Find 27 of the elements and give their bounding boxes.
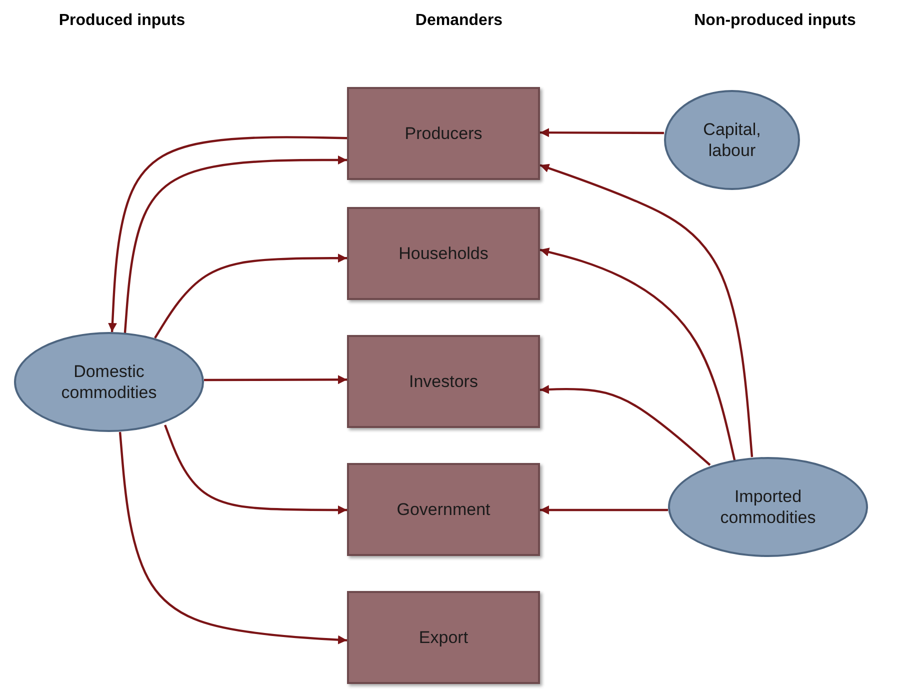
arrow bbox=[108, 136, 348, 332]
demander-box bbox=[347, 463, 540, 556]
node-label: Export bbox=[418, 626, 468, 648]
arrow bbox=[164, 424, 347, 514]
arrow bbox=[124, 156, 347, 334]
arrow bbox=[540, 384, 711, 466]
node-label: Domestic commodities bbox=[60, 360, 158, 404]
node-label: Imported commodities bbox=[719, 486, 817, 528]
node-label: Investors bbox=[409, 370, 478, 392]
node-label: Capital, labour bbox=[702, 118, 762, 162]
arrow bbox=[540, 248, 736, 462]
arrow bbox=[540, 505, 668, 514]
demander-box bbox=[347, 591, 540, 684]
arrow bbox=[540, 164, 754, 458]
demander-box bbox=[347, 335, 540, 428]
column-heading: Non-produced inputs bbox=[694, 12, 856, 30]
column-heading: Produced inputs bbox=[58, 12, 186, 30]
column-heading: Demanders bbox=[415, 12, 503, 30]
node-label: Producers bbox=[404, 122, 482, 144]
arrow bbox=[204, 375, 347, 384]
arrow bbox=[118, 432, 348, 644]
demander-box bbox=[347, 207, 540, 300]
node-label: Government bbox=[396, 498, 490, 520]
demander-box bbox=[347, 87, 540, 180]
node-label: Households bbox=[398, 242, 488, 264]
arrow bbox=[154, 254, 347, 339]
arrow bbox=[540, 128, 664, 138]
